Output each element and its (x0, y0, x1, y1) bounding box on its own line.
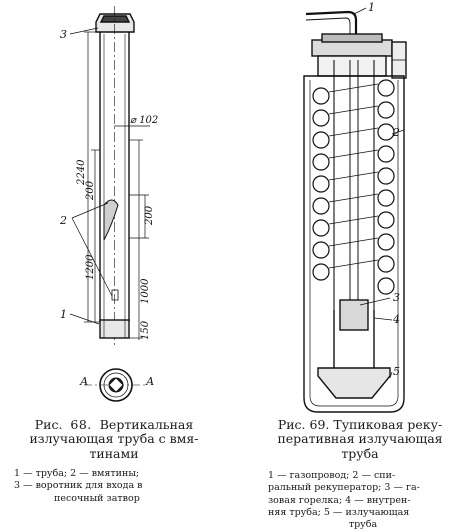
fig68-collar-hatch (99, 15, 131, 23)
fig68-dim-1200: 1200 (85, 254, 96, 280)
fig69-legend-l5: труба (348, 519, 378, 531)
fig69-marker-1: 1 (368, 1, 375, 14)
fig68-caption-rest: Вертикальная (99, 417, 194, 432)
fig69-burner (339, 299, 369, 331)
fig68-section-label-right: А (145, 375, 154, 388)
fig69-marker-3: 3 (393, 291, 400, 304)
fig68-dim-150: 150 (140, 320, 151, 340)
fig69-marker-5: 5 (393, 365, 400, 378)
fig69-legend-l3: зовая горелка; 4 — внутрен- (268, 494, 411, 506)
fig69-radiant-tube (303, 75, 405, 413)
fig68-legend-l1: 1 — труба; 2 — вмятины; (14, 468, 140, 479)
fig69-legend-l4: няя труба; 5 — излучающая (268, 507, 410, 519)
fig69-drawing (303, 10, 407, 413)
fig69-marker-4: 4 (392, 313, 400, 326)
fig69-caption: Рис. 69. Тупиковая реку- перативная излу… (260, 417, 460, 461)
fig69-caption-line1: Рис. 69. Тупиковая реку- (277, 417, 443, 432)
fig68-caption-line3: тинами (89, 445, 139, 461)
fig68-dim-2240: 2240 (76, 159, 87, 186)
fig68-dent-lower (111, 289, 119, 301)
fig68-dim-1000: 1000 (140, 278, 151, 304)
fig68-dim-102: ⌀ 102 (130, 115, 158, 126)
fig69-leaders (353, 7, 405, 379)
fig69-caption-line2: перативная излучающая (277, 431, 443, 447)
fig68-dimensions (69, 27, 150, 340)
fig69-legend-l1: 1 — газопровод; 2 — спи- (268, 470, 396, 481)
fig68-marker-3: 3 (60, 28, 67, 41)
fig68-dent-upper (103, 199, 119, 241)
fig69-bottom-chamber (317, 367, 391, 399)
fig69-legend-l2: ральный рекуператор; 3 — га- (268, 482, 420, 494)
fig68-marker-1: 1 (60, 308, 67, 321)
fig68-bottom-plug (99, 319, 130, 339)
fig68-legend-l3: песочный затвор (54, 492, 140, 504)
fig68-caption: Рис. 68. Вертикальная излучающая труба с… (14, 417, 214, 461)
fig69-recuperator-coils (312, 79, 395, 295)
fig69-marker-2: 2 (392, 126, 400, 139)
fig68-dim-200b: 200 (144, 205, 155, 226)
fig68-marker-2: 2 (59, 214, 67, 227)
fig69-legend: 1 — газопровод; 2 — спи- ральный рекупер… (268, 470, 458, 532)
fig68-section-aa (84, 368, 148, 402)
fig68-caption-num: 68. (70, 417, 92, 432)
fig68-caption-line2: излучающая труба с вмя- (29, 431, 199, 447)
fig68-drawing (95, 6, 135, 346)
fig68-dim-200a: 200 (85, 180, 96, 201)
fig68-legend: 1 — труба; 2 — вмятины; 3 — воротник для… (14, 468, 224, 505)
fig68-section-label-left: А (79, 375, 88, 388)
fig68-legend-l2: 3 — воротник для входа в (14, 480, 143, 492)
fig69-caption-line3: труба (341, 445, 379, 461)
fig68-caption-prefix: Рис. (34, 417, 63, 432)
